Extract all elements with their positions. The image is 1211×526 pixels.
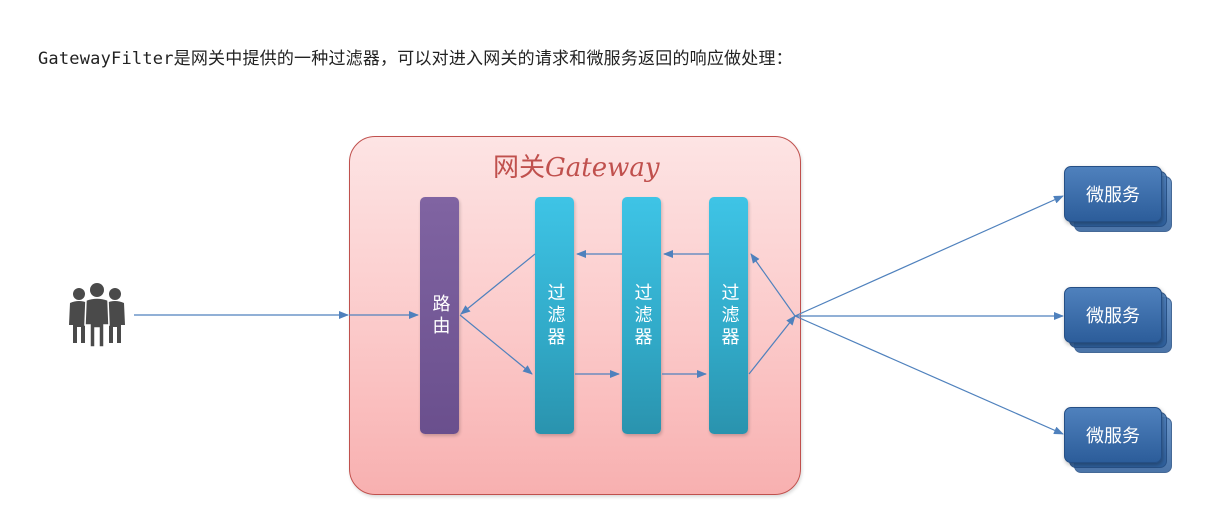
- microservice-box-1: 微服务: [1064, 166, 1172, 232]
- microservice-box-3: 微服务: [1064, 407, 1172, 473]
- microservice-box-2: 微服务: [1064, 287, 1172, 353]
- filter-column-2: 过滤器: [622, 197, 661, 434]
- router-column: 路由: [420, 197, 459, 434]
- arrow-hub-to-filter3: [750, 253, 796, 317]
- gateway-title: 网关Gateway: [493, 147, 660, 184]
- gateway-title-en: Gateway: [545, 153, 660, 183]
- microservice-label-2: 微服务: [1064, 287, 1162, 343]
- intro-text: GatewayFilter是网关中提供的一种过滤器，可以对进入网关的请求和微服务…: [38, 49, 793, 69]
- filter-column-1: 过滤器: [535, 197, 574, 434]
- arrow-router-to-filter1: [459, 314, 533, 375]
- microservice-label-1: 微服务: [1064, 166, 1162, 222]
- arrow-filter3-to-hub: [748, 315, 796, 375]
- gateway-title-cn: 网关: [493, 153, 546, 183]
- arrow-hub-to-ms3: [794, 315, 1064, 435]
- microservice-label-3: 微服务: [1064, 407, 1162, 463]
- arrow-filter1-to-router: [460, 253, 536, 315]
- arrow-hub-to-ms1: [794, 195, 1064, 317]
- filter-column-3: 过滤器: [709, 197, 748, 434]
- people-group-icon: [69, 283, 125, 348]
